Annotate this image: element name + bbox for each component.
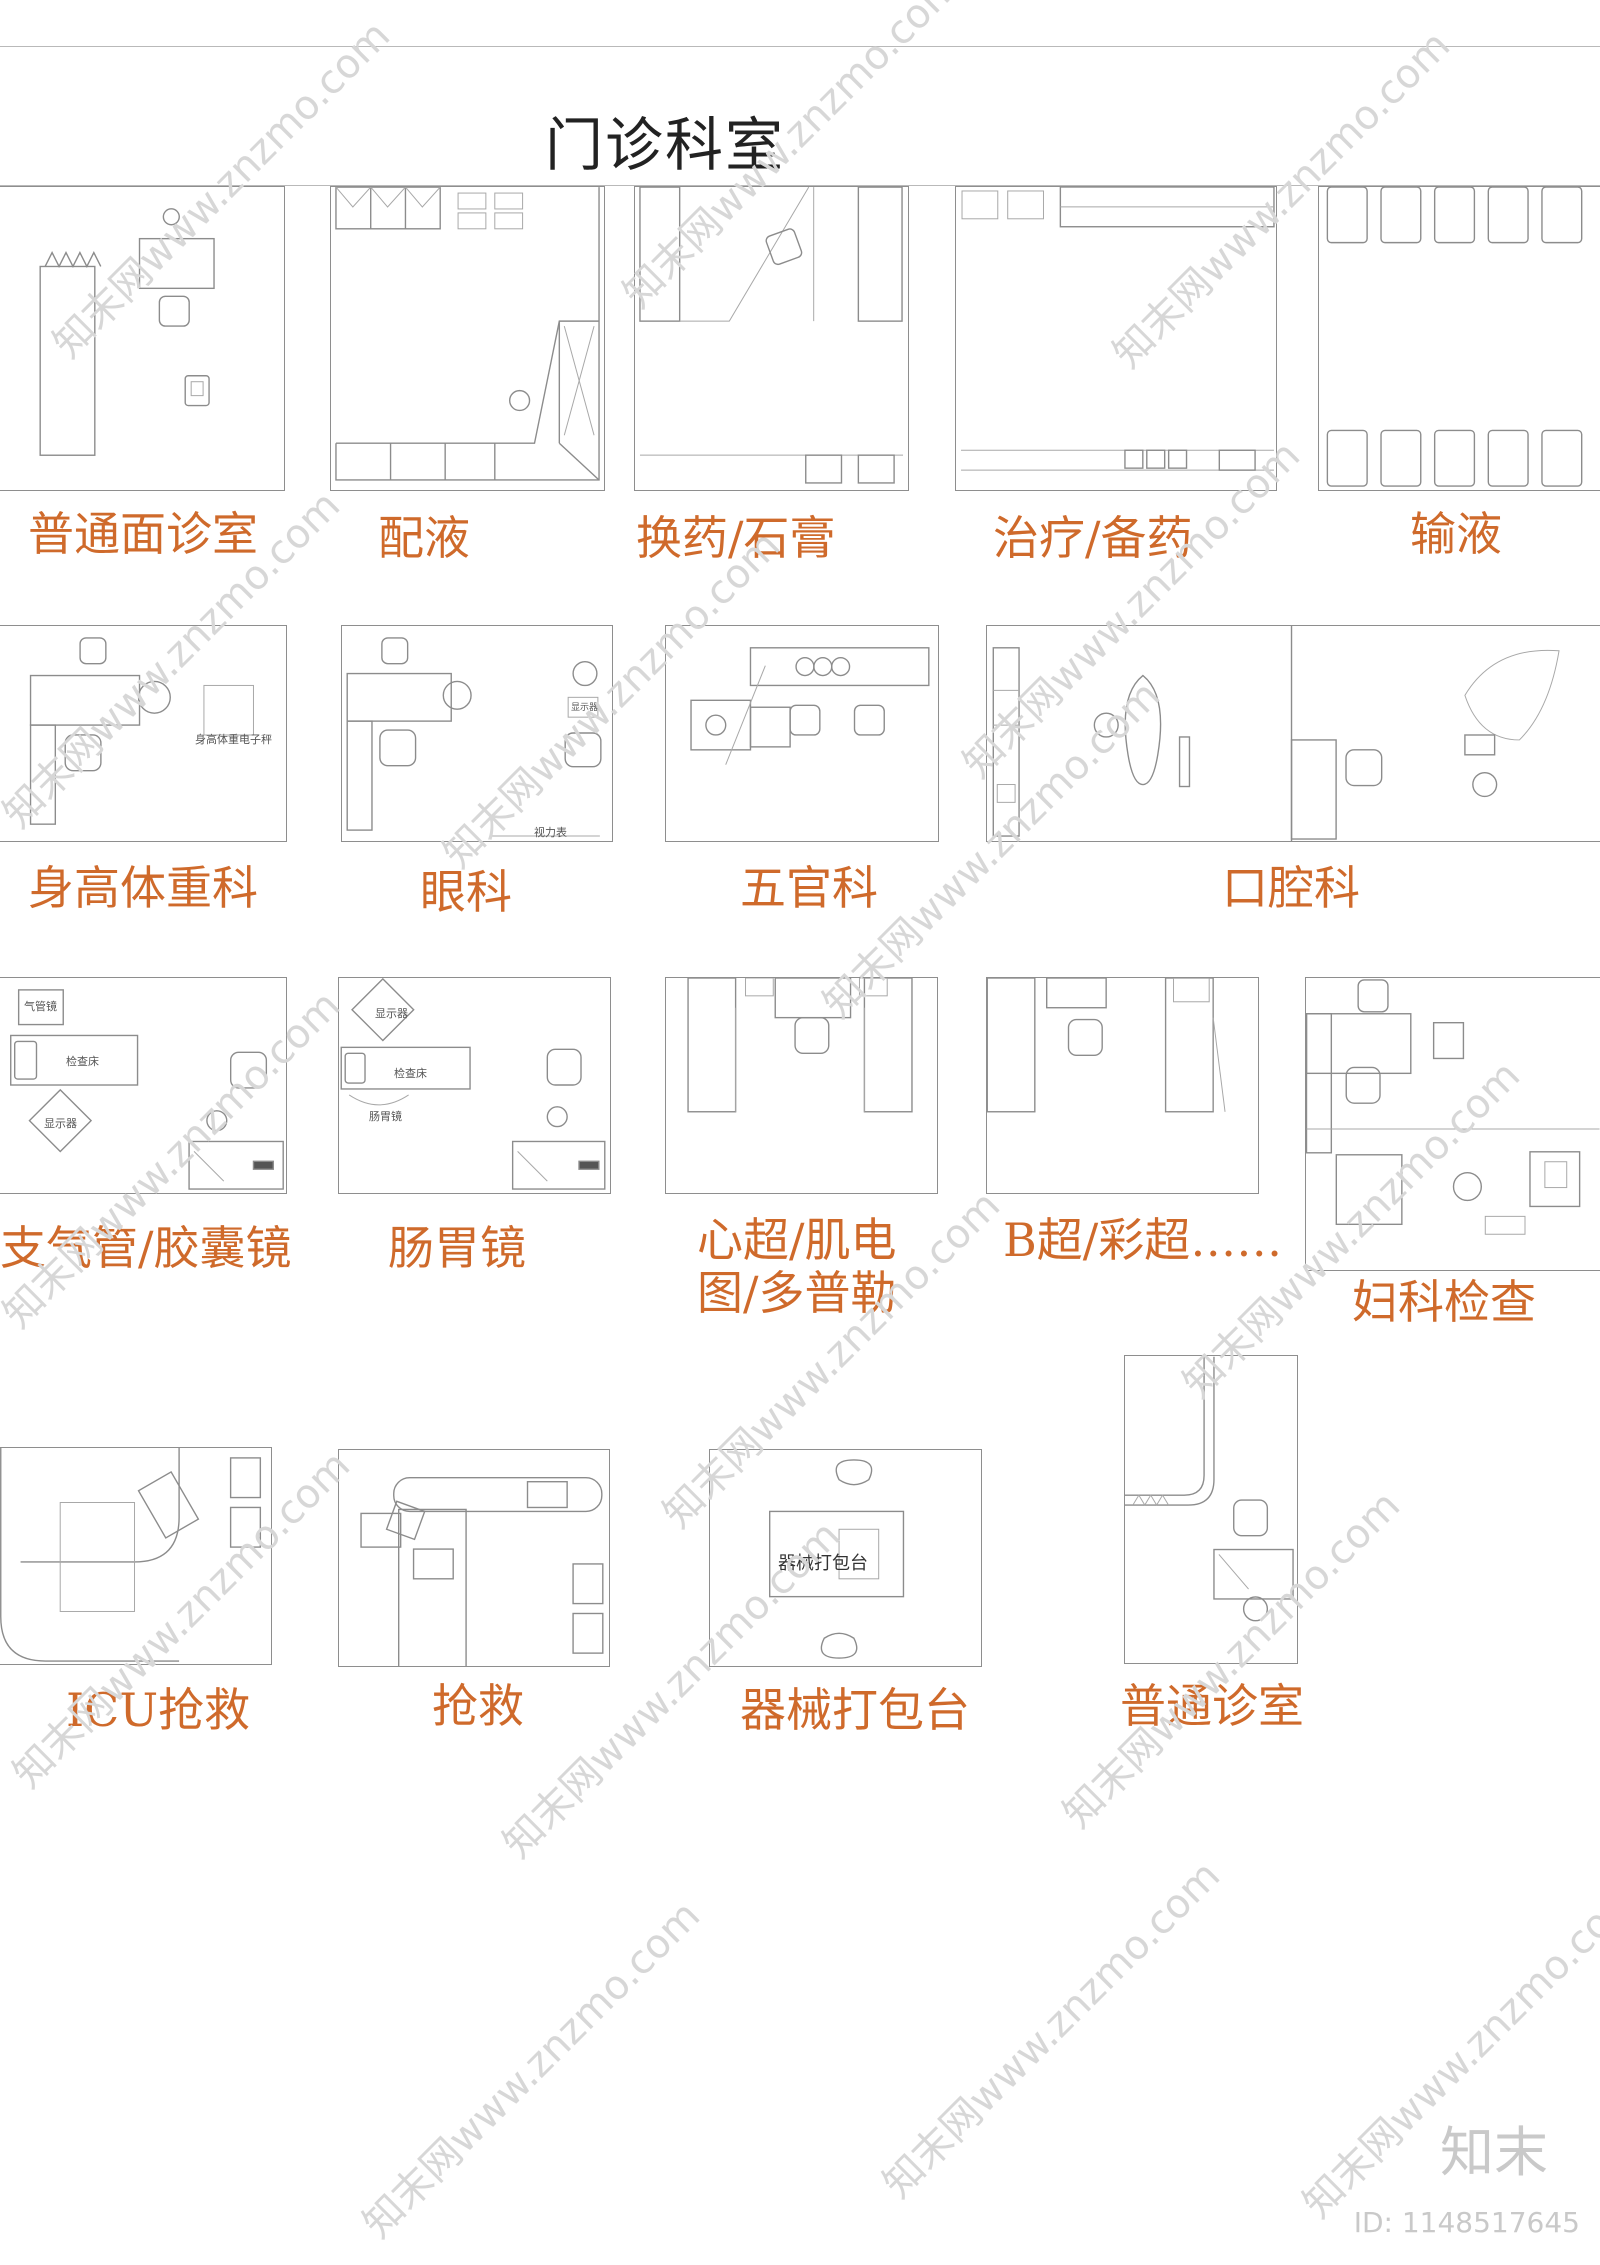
room-plan (687, 978, 913, 1113)
room-label: 换药/石膏 (636, 511, 836, 565)
room-label: 普通诊室 (1120, 1679, 1304, 1733)
sheet-title: 门诊科室 (545, 111, 786, 179)
room-dental (986, 625, 1600, 842)
room-label: 输液 (1410, 507, 1502, 561)
room-plan (961, 187, 1275, 471)
room-dressing-plaster (634, 186, 909, 491)
room-plan (335, 187, 600, 481)
room-label: 五官科 (740, 861, 878, 915)
room-plan (992, 626, 1560, 841)
room-label: 口腔科 (1222, 861, 1360, 915)
room-height-weight: 身高体重电子秤 (0, 625, 287, 842)
room-label: B超/彩超…… (1003, 1213, 1283, 1267)
monitor-label: 显示器 (44, 1117, 77, 1130)
room-label: 妇科检查 (1352, 1275, 1536, 1329)
room-plan (1125, 1356, 1294, 1622)
room-plan (639, 187, 904, 484)
room-label: 心超/肌电图/多普勒 (697, 1213, 897, 1320)
room-treatment-dispensing (955, 186, 1277, 491)
drawing-id: ID: 1148517645 (1353, 2206, 1580, 2239)
room-label: 抢救 (432, 1679, 524, 1733)
room-plan (1326, 187, 1583, 487)
room-general-clinic (1124, 1355, 1298, 1664)
room-plan (690, 647, 930, 765)
room-general-consultation (0, 186, 285, 491)
room-plan (769, 1459, 905, 1659)
room-plan (346, 637, 602, 837)
room-gynecology-exam (1305, 977, 1600, 1271)
room-plan (987, 978, 1226, 1113)
bronchoscope-label: 气管镜 (24, 1000, 57, 1013)
room-instrument-packing: 器械打包台 (709, 1449, 982, 1667)
room-icu-rescue (0, 1447, 272, 1665)
title-band (0, 46, 1600, 186)
monitor-label: 显示器 (571, 703, 599, 713)
room-plan (0, 1448, 262, 1662)
room-ent (665, 625, 939, 842)
room-label: ICU抢救 (66, 1683, 251, 1737)
room-bronchoscopy: 气管镜 检查床 显示器 (0, 977, 287, 1194)
brand-logo: 知末 (1440, 2121, 1548, 2184)
gastroscope-label: 肠胃镜 (369, 1110, 402, 1123)
room-label: 配液 (378, 511, 470, 565)
room-label: 肠胃镜 (388, 1221, 526, 1275)
room-label: 器械打包台 (740, 1683, 970, 1737)
room-infusion (1318, 186, 1600, 491)
room-solution-prep (330, 186, 605, 491)
room-plan (1306, 979, 1600, 1235)
packing-table-label: 器械打包台 (778, 1553, 868, 1574)
room-label: 眼科 (420, 865, 512, 919)
room-plan (39, 208, 215, 456)
room-ultrasound (986, 977, 1259, 1194)
room-plan (29, 637, 254, 825)
monitor-label: 显示器 (375, 1007, 408, 1020)
scale-label: 身高体重电子秤 (195, 733, 272, 746)
room-plan (10, 989, 284, 1190)
room-plan (340, 978, 606, 1190)
exam-bed-label: 检查床 (394, 1067, 427, 1080)
room-ophthalmology: 视力表 显示器 (341, 625, 613, 842)
room-label: 身高体重科 (28, 861, 258, 915)
room-label: 支气管/胶囊镜 (0, 1221, 292, 1275)
room-gastroscopy: 显示器 检查床 肠胃镜 (338, 977, 611, 1194)
room-emergency-rescue (338, 1449, 610, 1667)
room-plan (360, 1477, 604, 1666)
room-label: 治疗/备药 (993, 511, 1193, 565)
room-echocardiography (665, 977, 938, 1194)
eye-chart-label: 视力表 (534, 826, 567, 839)
room-label: 普通面诊室 (28, 507, 258, 561)
exam-bed-label: 检查床 (66, 1055, 99, 1068)
